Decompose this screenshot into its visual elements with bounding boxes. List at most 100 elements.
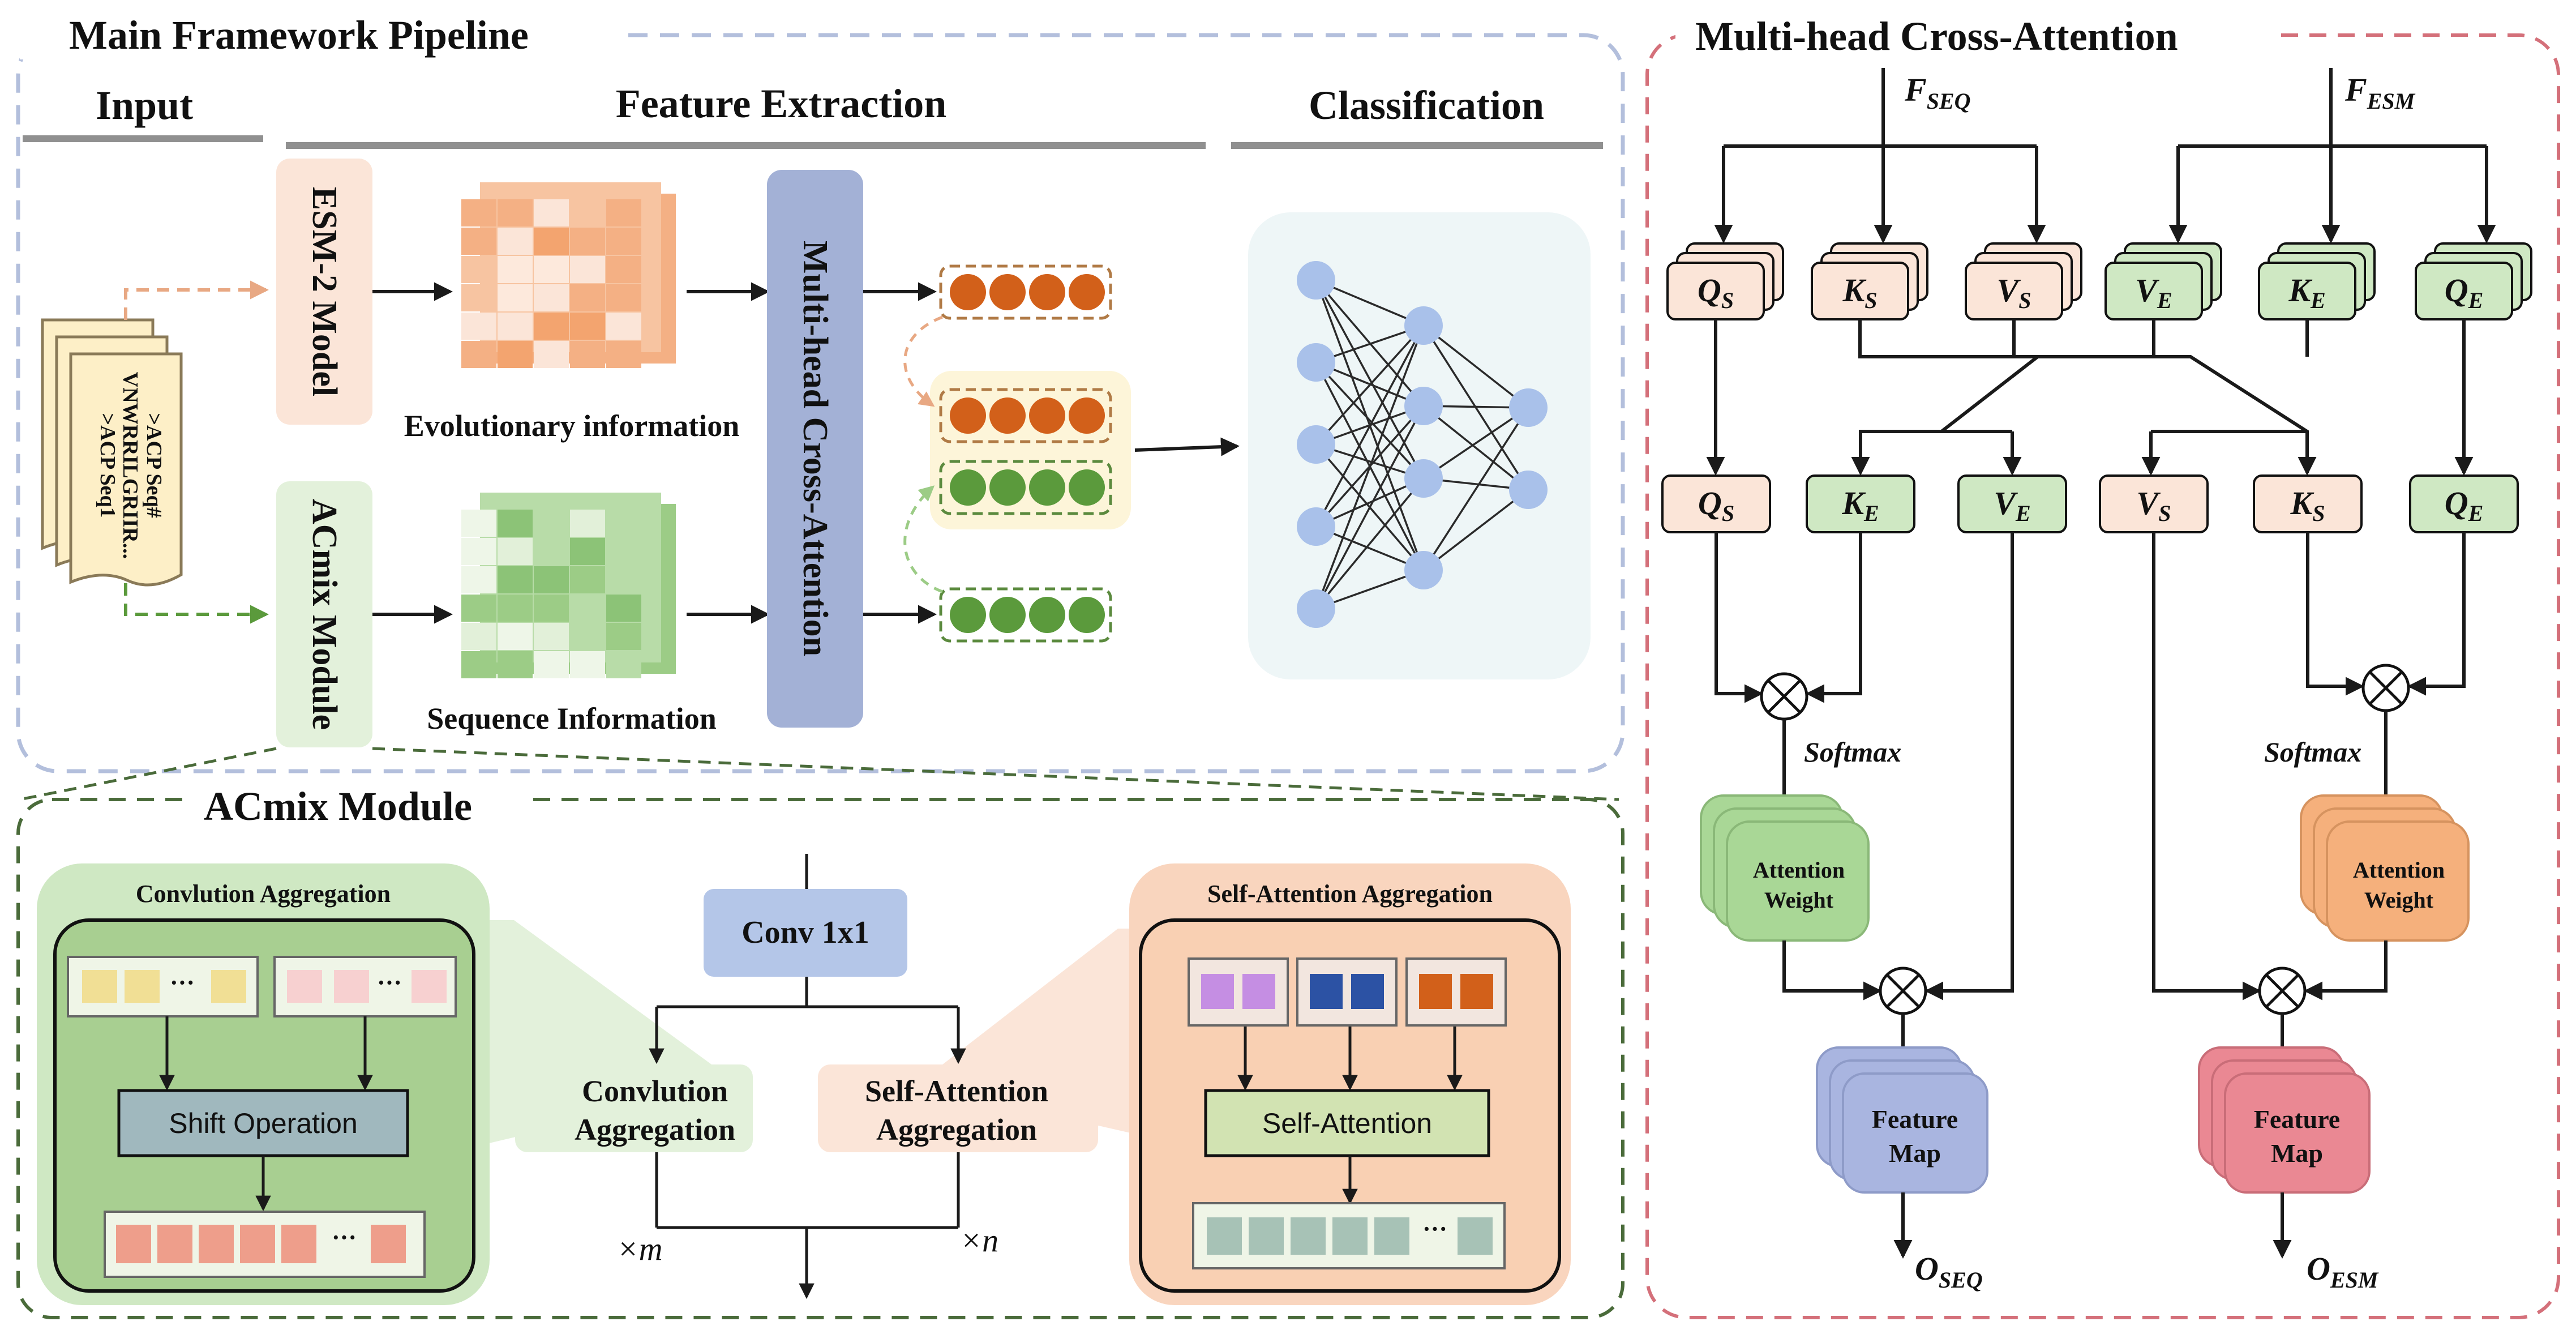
svg-text:VE: VE [2135,272,2172,313]
sa-output-token [1458,1217,1493,1255]
conv-input-tokens [82,970,447,1003]
network-edge [1315,405,1425,609]
network-edge [1315,324,1425,446]
evolutionary-matrix-cell [570,199,605,226]
vector-dot [1029,469,1065,506]
evolutionary-matrix-cell [606,256,641,283]
evolutionary-matrix-cell [606,228,641,255]
sequence-matrix-cell [498,595,533,622]
svg-text:VS: VS [1997,272,2031,313]
mhca-title: Multi-head Cross-Attention [1695,14,2178,59]
evolutionary-matrix-cell [461,284,496,311]
attention-weight-esm: Attention Weight [2300,794,2470,942]
softmax-label-seq: Softmax [1804,736,1901,768]
network-edge [1315,361,1425,480]
softmax-label-esm: Softmax [2264,736,2361,768]
conv-output-token [281,1225,316,1263]
esm2-model-label: ESM-2 Model [305,187,344,396]
self-attention-label: Self-Attention [1262,1108,1432,1139]
sa-aggregation-l1: Self-Attention [865,1074,1048,1108]
sequence-matrix-cell [498,510,533,537]
evolutionary-matrix-cell [606,313,641,340]
network-edge [1315,325,1425,527]
evolutionary-matrix-cell [570,284,605,311]
acmix-module-label: ACmix Module [305,499,344,730]
esm-to-fused-arrow [903,315,943,407]
network-edge [1315,477,1424,528]
evolutionary-info-label: Evolutionary information [404,409,740,443]
acmix-frame [16,798,1625,1319]
conv-input-token [125,970,160,1003]
svg-text:VS: VS [2137,485,2171,526]
evolutionary-matrix-cell [534,256,569,283]
network-edge [1422,407,1529,571]
sequence-matrix-cell [461,595,496,622]
fused-seq-vector [939,460,1112,515]
sequence-matrix-cell [606,566,641,593]
evolutionary-matrix-cell [498,256,533,283]
evolutionary-matrix-cell [570,313,605,340]
multiply-op-seq-1 [1760,672,1808,721]
sa-output-token [1332,1217,1368,1255]
network-node [1297,261,1335,300]
svg-text:KE: KE [2288,272,2325,313]
network-node [1297,589,1335,628]
evolutionary-matrix-cell [498,228,533,255]
vector-dot [1029,274,1065,310]
conv1x1-box [704,889,907,977]
f-esm-label: FESM [2344,71,2416,114]
feature-map-esm: Feature Map [2198,1046,2371,1194]
network-edge [1423,407,1529,480]
input-to-acmix-arrow [124,583,269,624]
conv1x1-label: Conv 1x1 [741,915,869,950]
sa-token [1351,974,1384,1009]
evolutionary-matrix-cell [461,256,496,283]
sequence-matrix-cell [606,651,641,678]
vector-dot [1029,397,1065,434]
input-header: Input [96,83,193,128]
sequence-matrix-grid [461,510,641,678]
evolutionary-matrix-cell [498,341,533,368]
evolutionary-matrix-cell [606,341,641,368]
svg-text:Weight: Weight [2364,887,2434,913]
svg-text:Weight: Weight [1764,887,1834,913]
vector-dot [1069,597,1105,633]
sa-output-ellipsis: ··· [1422,1215,1447,1243]
sequence-matrix-cell [606,538,641,565]
network-node [1404,387,1443,425]
fused-vector-background [930,371,1131,529]
o-seq-label: OSEQ [1915,1250,1983,1293]
vector-dots [950,274,1105,633]
sequence-matrix-cell [570,595,605,622]
evolutionary-matrix-cell [570,256,605,283]
k-s-stack: KS [1811,242,1928,320]
evolutionary-matrix-cell [461,199,496,226]
network-node [1404,551,1443,589]
sequence-matrix-cell [534,623,569,650]
conv-input-token [412,970,447,1003]
svg-text:Map: Map [2271,1139,2323,1168]
vector-dot [1069,274,1105,310]
vector-dot [1029,597,1065,633]
network-edge [1315,525,1424,571]
evolutionary-matrix-cell [606,284,641,311]
sequence-matrix-cell [461,623,496,650]
svg-text:Feature: Feature [1872,1105,1958,1134]
evolutionary-matrix-cell [606,199,641,226]
vector-dot [950,274,986,310]
section-headers: Input Feature Extraction Classification [23,81,1603,149]
self-attention-box [1204,1089,1490,1157]
acmix-panel-title: ACmix Module [204,784,472,829]
conv-input-token [334,970,369,1003]
conv-aggregation-title: Convlution Aggregation [136,880,391,908]
acmix-module-box: ACmix Module [276,481,372,747]
network-edge [1422,489,1529,571]
feature-vectors [903,264,1131,643]
sa-aggregation-l2: Aggregation [876,1113,1037,1147]
conv-aggregation-l2: Aggregation [575,1113,735,1147]
q-e-stack: QE [2415,242,2532,320]
v-e-stack: VE [2104,242,2222,320]
network-edge [1315,477,1425,610]
sa-input-tokens [1188,957,1507,1027]
